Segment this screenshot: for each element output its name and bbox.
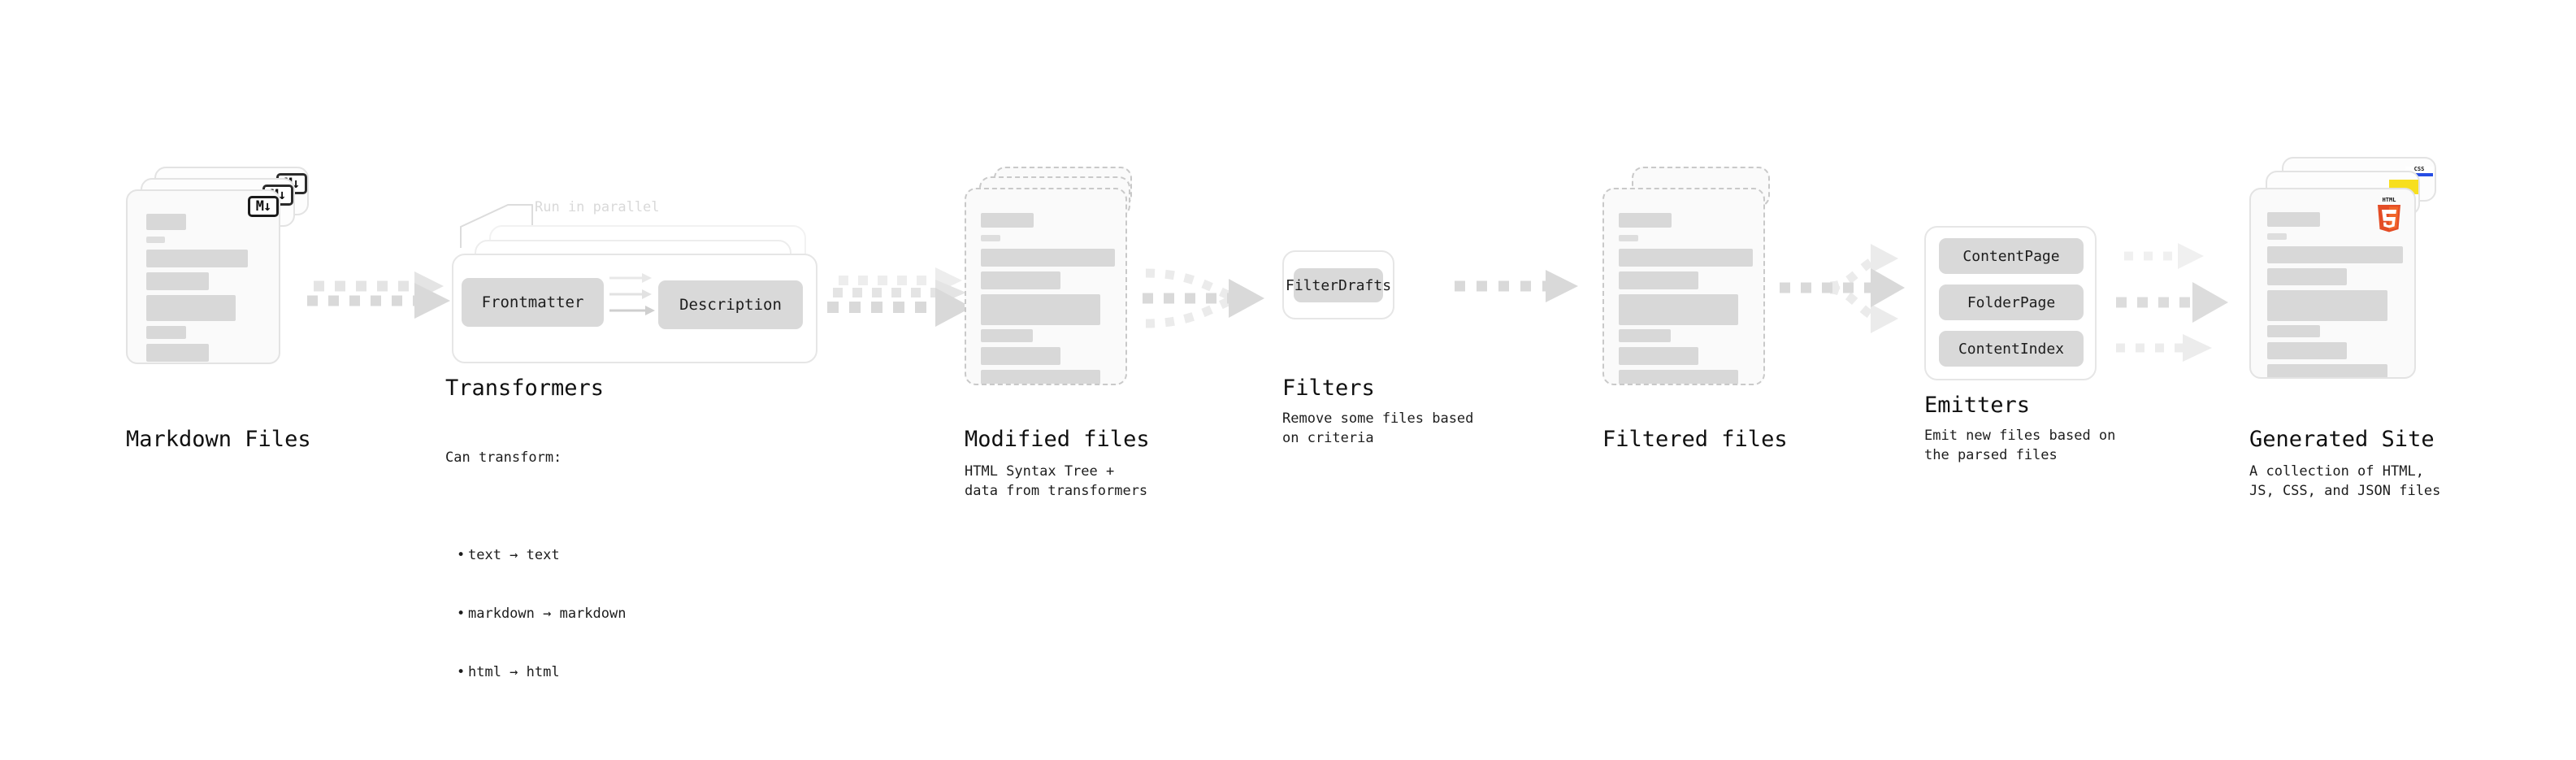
emitter-chip-contentpage[interactable]: ContentPage <box>1939 238 2084 274</box>
modified-file-card <box>965 188 1127 385</box>
connector-filtered-to-emitters <box>1780 236 1926 358</box>
skeleton-line <box>1619 271 1698 289</box>
skeleton-line <box>1619 235 1638 241</box>
filters-subtitle: Remove some files based on criteria <box>1282 410 1474 446</box>
emitters-subtitle: Emit new files based on the parsed files <box>1924 428 2116 463</box>
transformers-capability-list: text → text markdown → markdown html → h… <box>445 506 626 721</box>
skeleton-line <box>146 250 248 267</box>
skeleton-line <box>146 344 209 362</box>
skeleton-line <box>981 235 1000 241</box>
skeleton-line <box>1619 347 1698 365</box>
skeleton-line <box>2267 233 2287 240</box>
skeleton-line <box>1619 213 1672 228</box>
filters-title: Filters <box>1282 376 1375 401</box>
skeleton-line <box>981 294 1100 325</box>
skeleton-line <box>146 214 186 230</box>
skeleton-line <box>1619 249 1753 267</box>
skeleton-line <box>146 295 236 321</box>
skeleton-line <box>981 347 1060 365</box>
generated-site-subtitle: A collection of HTML, JS, CSS, and JSON … <box>2249 463 2441 499</box>
emitter-chip-folderpage[interactable]: FolderPage <box>1939 284 2084 320</box>
filtered-files-title: Filtered files <box>1602 427 1788 452</box>
skeleton-line <box>146 237 165 243</box>
modified-files-title: Modified files <box>965 427 1150 452</box>
skeleton-line <box>981 271 1060 289</box>
transformers-subtitle-lead: Can transform: <box>445 449 562 466</box>
skeleton-line <box>981 249 1115 267</box>
transformers-subtitle: Can transform: text → text markdown → ma… <box>445 409 626 760</box>
svg-text:HTML: HTML <box>2383 197 2396 203</box>
markdown-files-title: Markdown Files <box>126 427 311 452</box>
skeleton-line <box>2267 325 2320 337</box>
transformer-chip-description[interactable]: Description <box>658 280 803 329</box>
run-in-parallel-label: Run in parallel <box>535 199 660 215</box>
connector-filters-to-filtered <box>1455 268 1601 317</box>
transformer-inner-arrows <box>609 273 655 315</box>
transformers-capability-item: markdown → markdown <box>457 604 626 623</box>
transformers-capability-item: html → html <box>457 662 626 682</box>
filter-chip-filterdrafts[interactable]: FilterDrafts <box>1286 268 1391 302</box>
parallel-bracket-icon <box>460 204 533 248</box>
skeleton-line <box>1619 329 1671 342</box>
skeleton-line <box>981 213 1034 228</box>
modified-files-subtitle: HTML Syntax Tree + data from transformer… <box>965 463 1148 499</box>
skeleton-line <box>1619 370 1738 384</box>
css-badge-label: CSS <box>2413 166 2425 172</box>
transformers-capability-item: text → text <box>457 545 626 565</box>
skeleton-line <box>2267 342 2347 359</box>
skeleton-line <box>146 326 186 339</box>
skeleton-line <box>2267 212 2320 227</box>
pipeline-diagram: M↓ M↓ M↓ Markdown Files <box>0 0 2576 681</box>
markdown-file-card <box>126 189 280 364</box>
connector-transformers-to-modified <box>827 264 982 337</box>
transformers-title: Transformers <box>445 376 605 401</box>
emitters-title: Emitters <box>1924 393 2031 418</box>
skeleton-line <box>2267 364 2387 377</box>
emitter-chip-contentindex[interactable]: ContentIndex <box>1939 331 2084 367</box>
transformer-chip-frontmatter[interactable]: Frontmatter <box>462 278 604 327</box>
skeleton-line <box>1619 294 1738 325</box>
markdown-badge: M↓ <box>248 196 279 217</box>
skeleton-line <box>2267 290 2387 321</box>
connector-emitters-to-site <box>2113 232 2259 378</box>
connector-markdown-to-transformers <box>307 268 458 333</box>
html5-badge-icon: HTML <box>2378 197 2400 232</box>
skeleton-line <box>146 272 209 290</box>
connector-modified-to-filters <box>1143 260 1289 341</box>
skeleton-line <box>2267 246 2403 263</box>
skeleton-line <box>981 370 1100 384</box>
filtered-file-card <box>1602 188 1765 385</box>
css-badge-bar <box>2405 173 2433 176</box>
generated-site-title: Generated Site <box>2249 427 2435 452</box>
skeleton-line <box>981 329 1033 342</box>
skeleton-line <box>2267 268 2347 285</box>
